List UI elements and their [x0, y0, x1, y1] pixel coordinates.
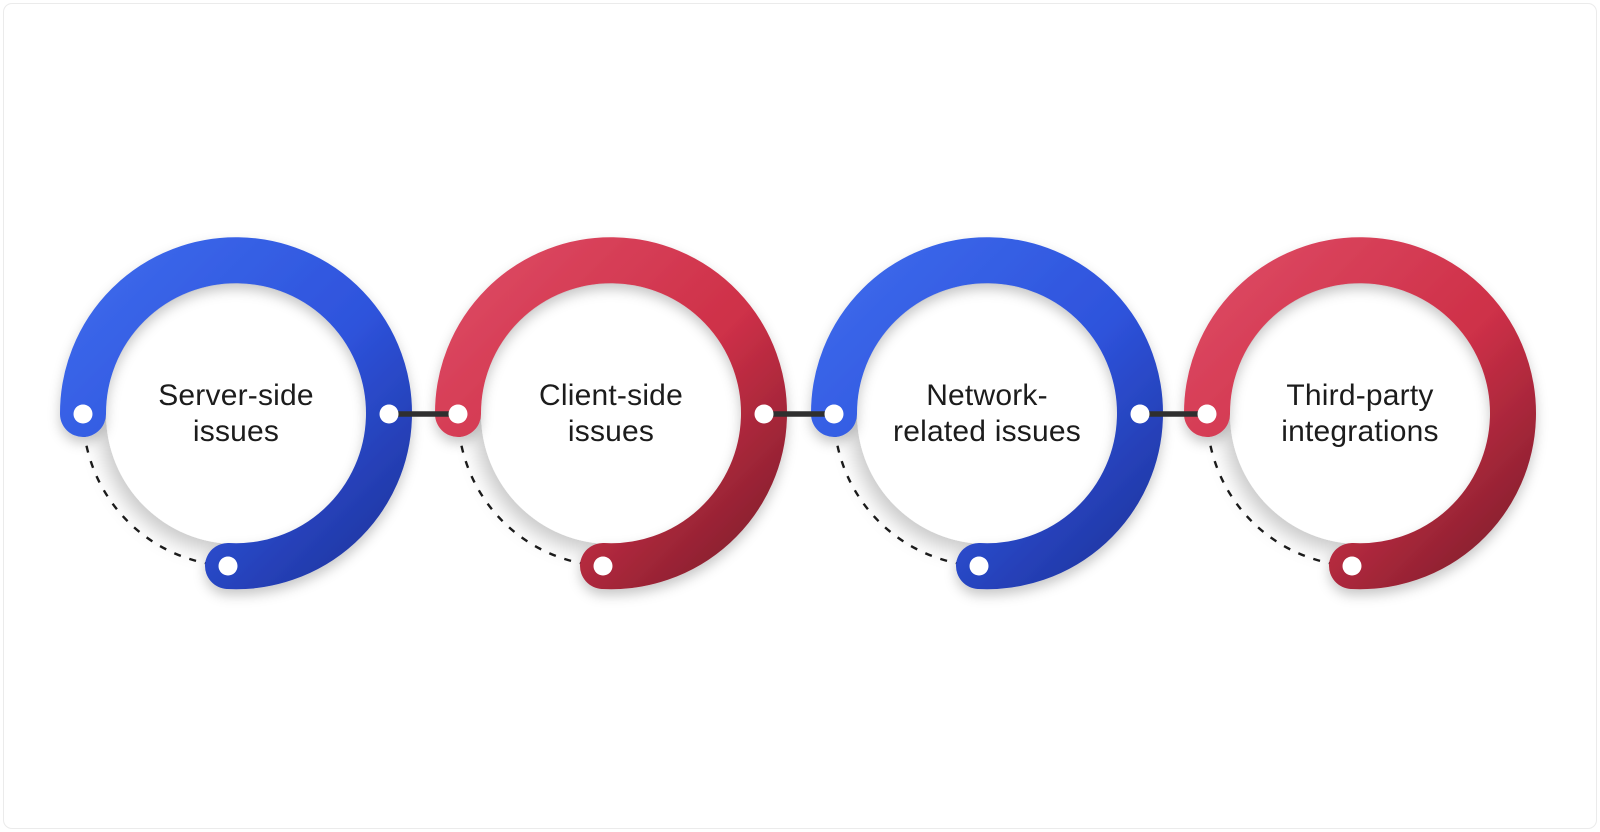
anchor-dot-end-4	[1342, 556, 1362, 576]
ring-unit-network-related-issues	[810, 237, 1163, 590]
node-label-line-1: Client-side	[539, 379, 683, 412]
node-label-line-1: Server-side	[158, 379, 314, 412]
ring-unit-third-party-integrations	[1183, 237, 1536, 590]
progress-ring-arc	[59, 237, 412, 590]
progress-ring-arc	[810, 237, 1163, 590]
anchor-dot-end-1	[218, 556, 238, 576]
anchor-dot-start-2	[448, 404, 468, 424]
node-label-client-side-issues: Client-side issues	[539, 378, 683, 450]
inner-disc	[1230, 284, 1490, 544]
anchor-dot-end-2	[593, 556, 613, 576]
gap-dashed-arc	[1205, 413, 1353, 568]
ring-unit-client-side-issues	[434, 237, 787, 590]
inner-disc	[481, 284, 741, 544]
inner-disc	[857, 284, 1117, 544]
anchor-dot-right-1	[379, 404, 399, 424]
node-label-line-2: issues	[192, 415, 280, 448]
node-label-server-side-issues: Server-side issues	[158, 378, 314, 450]
anchor-dot-end-3	[969, 556, 989, 576]
gap-dashed-arc	[832, 413, 980, 568]
node-label-network-related-issues: Network- related issues	[893, 378, 1081, 450]
node-label-third-party-integrations: Third-party integrations	[1281, 378, 1439, 450]
anchor-dot-start-1	[73, 404, 93, 424]
inner-disc	[106, 284, 366, 544]
node-label-line-2: issues	[567, 415, 655, 448]
anchor-dot-right-3	[1130, 404, 1150, 424]
progress-ring-arc	[434, 237, 787, 590]
node-label-line-2: related issues	[893, 415, 1081, 448]
node-label-line-1: Network-	[926, 379, 1048, 412]
ring-unit-server-side-issues	[59, 237, 412, 590]
gap-dashed-arc	[456, 413, 604, 568]
node-label-line-1: Third-party	[1286, 379, 1434, 412]
progress-ring-arc	[1183, 237, 1536, 590]
anchor-dot-right-2	[754, 404, 774, 424]
gap-dashed-arc	[81, 413, 229, 568]
node-label-line-2: integrations	[1281, 415, 1439, 448]
anchor-dot-start-4	[1197, 404, 1217, 424]
anchor-dot-start-3	[824, 404, 844, 424]
